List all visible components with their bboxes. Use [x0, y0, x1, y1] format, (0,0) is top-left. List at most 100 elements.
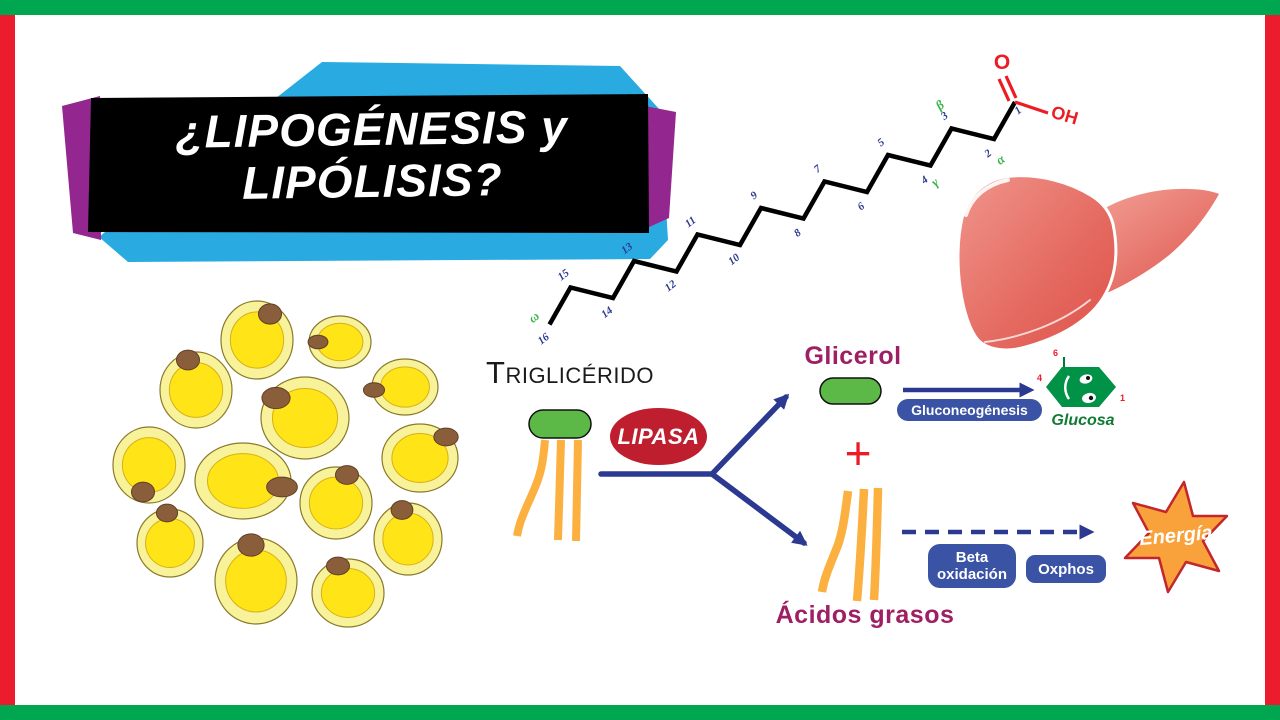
adipocyte-outer [214, 537, 298, 625]
glucose-illustration: 6 4 1 [1037, 348, 1125, 407]
carbon-number-13: 13 [619, 240, 635, 257]
adipocytes-illustration [112, 300, 459, 628]
greek-label-β: β [932, 97, 948, 114]
tail-3 [572, 439, 582, 542]
triglyceride-label: Triglicérido [486, 355, 654, 391]
glucose-label: Glucosa [1051, 412, 1115, 429]
adipocyte-outer [112, 426, 186, 504]
glycerol-head [528, 409, 592, 439]
adipocyte-nucleus [237, 533, 265, 557]
adipocyte-lipid-droplet [145, 518, 195, 568]
adipocyte-lipid-droplet [320, 568, 376, 618]
carbon-number-2: 2 [982, 147, 995, 161]
adipocyte-outer [371, 358, 439, 416]
triglyceride-initial: T [486, 355, 506, 390]
adipocyte-outer [381, 423, 459, 493]
carbon-number-8: 8 [792, 226, 804, 239]
beta-oxidation-badge: Beta oxidación [928, 544, 1016, 588]
beta-oxidation-line-2: oxidación [936, 566, 1007, 583]
glucose-pos-6: 6 [1053, 348, 1058, 358]
frame-bottom-bar [0, 705, 1280, 720]
beta-oxidation-line-1: Beta [955, 548, 989, 566]
greek-label-α: α [993, 151, 1009, 168]
carbon-number-6: 6 [855, 200, 867, 213]
gluconeogenesis-label: Gluconeogénesis [911, 402, 1028, 418]
carbon-number-10: 10 [726, 251, 742, 268]
glucose-hexagon [1046, 367, 1116, 407]
carbon-number-1: 1 [1012, 104, 1024, 117]
title-line-2: LIPÓLISIS? [241, 152, 503, 209]
adipocyte-nucleus [362, 382, 386, 398]
adipocyte-lipid-droplet [391, 433, 449, 483]
oxphos-badge: Oxphos [1026, 555, 1106, 583]
adipocyte-outer [311, 558, 385, 628]
glucose-oxygen-dot-2 [1082, 392, 1096, 404]
lipase-badge: LIPASA [610, 408, 707, 465]
glycerol-label: Glicerol [804, 342, 902, 370]
adipocyte-lipid-droplet [271, 387, 339, 449]
plus-sign: + [844, 427, 872, 479]
adipocyte-nucleus [307, 334, 329, 350]
adipocyte-nucleus [155, 503, 179, 523]
carbon-number-7: 7 [812, 162, 824, 175]
title-line-1: ¿LIPOGÉNESIS y [175, 100, 569, 158]
lipase-label: LIPASA [617, 423, 700, 449]
fatty-acids-label: Ácidos grasos [775, 601, 955, 629]
frame-left-bar [0, 15, 15, 705]
adipocyte-nucleus [325, 556, 351, 576]
carbon-number-9: 9 [748, 189, 760, 202]
hydroxyl-label: OH [1049, 102, 1080, 129]
frame-right-bar [1265, 15, 1280, 705]
adipocyte-nucleus [175, 349, 201, 371]
energy-label: Energía [1138, 521, 1214, 551]
adipocyte-outer [299, 466, 373, 540]
triglyceride-rest: riglicérido [505, 363, 654, 388]
adipocyte-nucleus [130, 481, 156, 503]
adipocyte-outer [136, 508, 204, 578]
adipocyte-lipid-droplet [225, 549, 287, 613]
adipocyte-nucleus [261, 386, 291, 410]
carbon-number-5: 5 [875, 136, 887, 149]
adipocyte-lipid-droplet [121, 437, 177, 493]
adipocyte-nucleus [266, 476, 298, 498]
greek-label-ω: ω [525, 308, 542, 326]
adipocyte-outer [373, 502, 443, 576]
glycerol-pill [819, 377, 882, 405]
carbon-number-16: 16 [536, 331, 552, 348]
tail-2 [554, 439, 565, 541]
frame-top-bar [0, 0, 1280, 15]
tail-1 [513, 439, 549, 537]
greek-label-γ: γ [928, 174, 942, 190]
adipocyte-lipid-droplet [316, 322, 364, 362]
glucose-oxygen-dot-1 [1079, 374, 1093, 384]
title-purple-right-shape [645, 106, 676, 228]
glucose-pos-4: 4 [1037, 373, 1042, 383]
title-purple-left-shape [62, 96, 101, 240]
triglyceride-illustration [513, 409, 592, 542]
liver-illustration [956, 174, 1219, 352]
adipocyte-lipid-droplet [382, 512, 434, 566]
carboxyl-group: O OH [994, 51, 1081, 129]
slide-title: ¿LIPOGÉNESIS y LIPÓLISIS? [103, 100, 640, 211]
carbon-number-14: 14 [599, 304, 615, 321]
liver-highlight [964, 178, 1010, 217]
carbon-number-15: 15 [556, 267, 572, 284]
adipocyte-outer [159, 351, 233, 429]
liver-lower-highlight [984, 299, 1091, 343]
adipocyte-lipid-droplet [168, 362, 224, 418]
adipocyte-outer [194, 442, 292, 520]
adipocyte-nucleus [257, 303, 283, 325]
liver-right-lobe [1089, 188, 1219, 298]
carbon-number-12: 12 [663, 278, 679, 295]
adipocyte-lipid-droplet [308, 476, 364, 530]
carbon-number-11: 11 [683, 214, 699, 230]
oxphos-label: Oxphos [1038, 560, 1094, 578]
adipocyte-outer [260, 376, 350, 460]
liver-left-lobe [956, 174, 1118, 352]
carbon-number-4: 4 [918, 173, 931, 187]
adipocyte-outer [308, 315, 372, 369]
adipocyte-lipid-droplet [380, 366, 430, 408]
adipocyte-nucleus [433, 427, 459, 447]
gluconeogenesis-badge: Gluconeogénesis [897, 399, 1042, 421]
